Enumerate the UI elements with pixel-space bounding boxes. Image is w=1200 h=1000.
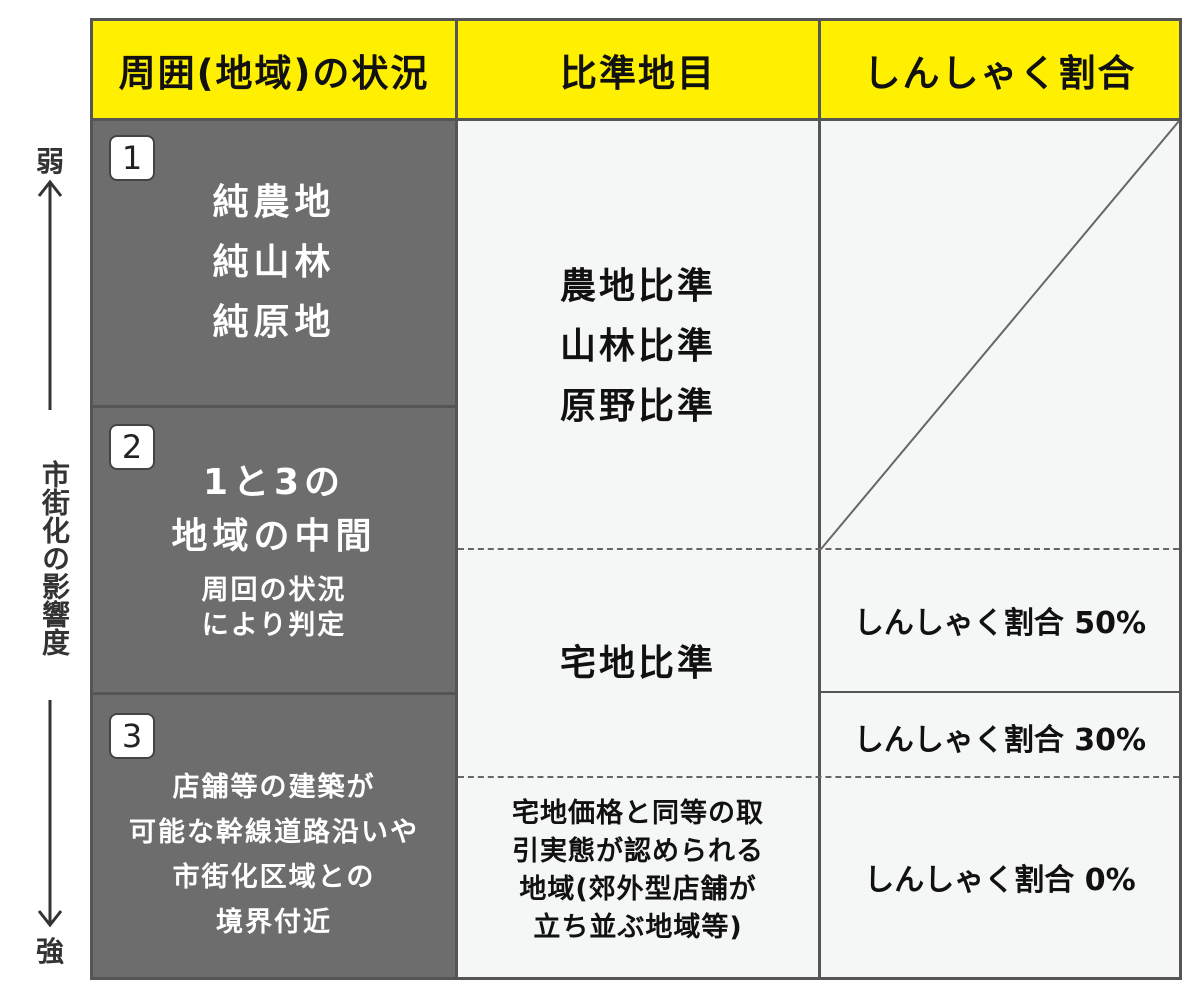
row-2-title-line: 地域の中間 [171,516,377,557]
row-3-line: 市街化区域との [172,862,376,893]
axis-arrows [37,179,63,928]
dashed-divider-lower [458,776,1179,778]
row-1-cell: 1 純農地 純山林 純原地 [93,121,455,405]
ratio-50: しんしゃく割合 50% [853,606,1147,641]
not-applicable-diagonal [821,121,1179,550]
header-ratio: しんしゃく割合 [821,21,1179,118]
row-3-line: 店舗等の建築が [172,772,376,803]
row-1-line: 純農地 [212,182,336,223]
col-divider-1 [455,21,458,977]
criteria-table: 周囲(地域)の状況 比準地目 しんしゃく割合 1 純農地 純山林 純原地 2 1… [90,18,1182,980]
standard-lower-line: 地域(郊外型店舗が [519,874,757,905]
header-divider [93,118,1179,121]
standard-lower-line: 立ち並ぶ地域等) [533,912,743,943]
ratio-30: しんしゃく割合 30% [853,723,1147,758]
influence-axis: 弱 市街化の影響度 強 [28,140,72,970]
row-2-cell: 2 1と3の 地域の中間 周回の状況 により判定 [93,408,455,692]
header-surroundings: 周囲(地域)の状況 [93,21,455,118]
standard-upper-line: 農地比準 [559,266,716,307]
row-3-badge: 3 [109,713,155,759]
axis-weak-label: 弱 [35,145,64,178]
row-1-text: 純農地 純山林 純原地 [93,173,455,353]
standard-upper-line: 山林比準 [559,326,716,367]
row-2-title: 1と3の 地域の中間 [93,456,455,564]
row-divider-1 [93,405,455,408]
standard-lower-line: 宅地価格と同等の取 [512,798,764,829]
row-3-line: 境界付近 [216,907,332,938]
row-3-line: 可能な幹線道路沿いや [129,817,419,848]
axis-strong-label: 強 [35,935,64,968]
row-2-note: 周回の状況 により判定 [93,573,455,643]
standard-lower-line: 引実態が認められる [512,836,764,867]
row-divider-2 [93,692,455,695]
row-2-note-line: により判定 [201,610,347,641]
row-1-badge: 1 [109,135,155,181]
row-3-cell: 3 店舗等の建築が 可能な幹線道路沿いや 市街化区域との 境界付近 [93,695,455,977]
row-2-badge: 2 [109,424,155,470]
col-divider-2 [818,21,821,977]
header-standard-land: 比準地目 [458,21,818,118]
standard-middle: 宅地比準 [559,643,716,684]
axis-title: 市街化の影響度 [38,460,71,656]
dashed-divider-upper [458,548,1179,550]
standard-lower: 宅地価格と同等の取 引実態が認められる 地域(郊外型店舗が 立ち並ぶ地域等) [458,795,818,947]
standard-upper-line: 原野比準 [559,386,716,427]
row-2-title-line: 1と3の [202,462,346,503]
row-1-line: 純原地 [212,302,336,343]
row-2-note-line: 周回の状況 [201,575,347,606]
row-1-line: 純山林 [212,242,336,283]
ratio-0: しんしゃく割合 0% [864,863,1136,898]
ratio-divider [821,691,1179,693]
standard-upper: 農地比準 山林比準 原野比準 [458,257,818,437]
row-3-text: 店舗等の建築が 可能な幹線道路沿いや 市街化区域との 境界付近 [93,765,455,945]
